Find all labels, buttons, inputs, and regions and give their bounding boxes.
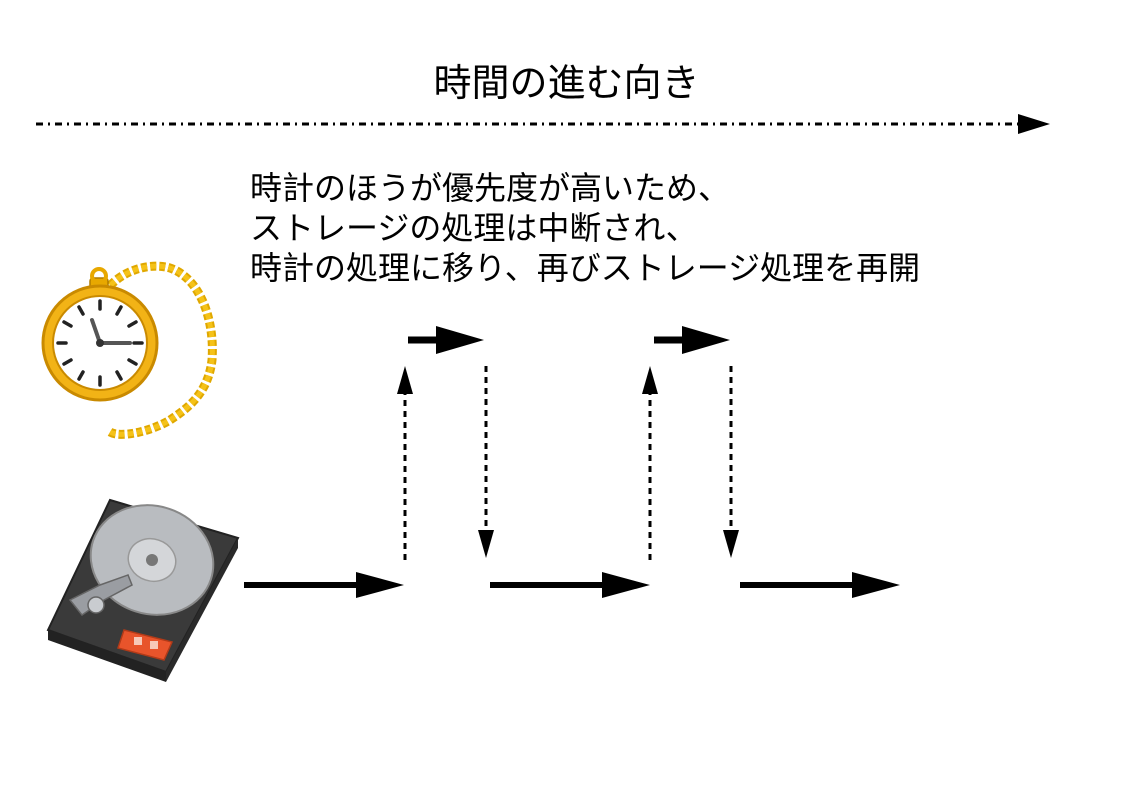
hard-disk-icon [46, 498, 240, 682]
time-direction-arrow [36, 114, 1050, 134]
time-direction-label: 時間の進む向き [433, 61, 700, 105]
interrupt-arrow-2 [642, 366, 658, 560]
explanation-text: 時計のほうが優先度が高いため、 ストレージの処理は中断され、 時計の処理に移り、… [250, 168, 920, 288]
storage-process-arrow-2 [490, 572, 650, 598]
explanation-line-2: ストレージの処理は中断され、 [250, 209, 698, 247]
explanation-line-3: 時計の処理に移り、再びストレージ処理を再開 [250, 249, 921, 287]
clock-process-arrow-2 [654, 326, 730, 354]
interrupt-arrow-1 [397, 366, 413, 560]
storage-process-arrow-3 [740, 572, 900, 598]
resume-arrow-2 [723, 366, 739, 558]
explanation-line-1: 時計のほうが優先度が高いため、 [250, 169, 731, 207]
storage-process-arrow-1 [244, 572, 404, 598]
resume-arrow-1 [478, 366, 494, 558]
clock-process-arrow-1 [408, 326, 484, 354]
pocket-watch-icon [41, 261, 217, 439]
